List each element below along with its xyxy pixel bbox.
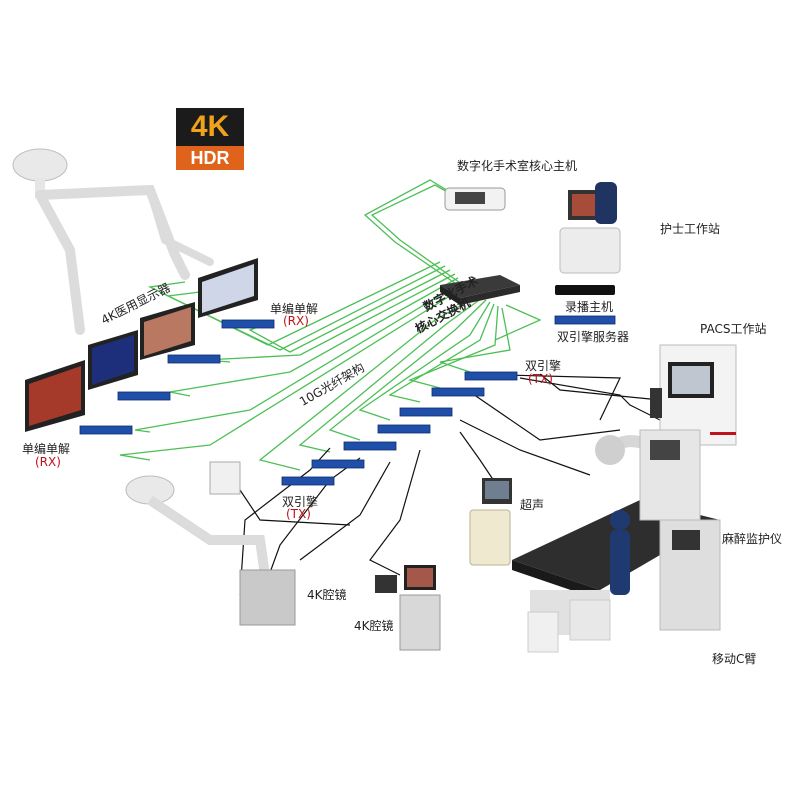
- label-dual-left-tx: (TX): [286, 507, 311, 521]
- medical-displays: [25, 258, 258, 432]
- badge-top: 4K: [176, 108, 244, 146]
- label-ultrasound: 超声: [520, 498, 545, 512]
- pacs-station: [650, 344, 737, 446]
- surgeon: [610, 510, 630, 595]
- label-single-top-rx: (RX): [283, 314, 309, 328]
- server-box: [209, 461, 241, 495]
- ultrasound: [469, 478, 512, 566]
- encoder-boxes: [79, 315, 616, 486]
- label-core-host: 数字化手术室核心主机: [457, 159, 578, 173]
- 4k-hdr-badge: 4K HDR: [176, 108, 244, 170]
- label-dual-left: 双引擎: [282, 495, 319, 509]
- core-host: [444, 187, 506, 211]
- core-switch: [440, 275, 520, 305]
- label-single-left: 单编单解: [22, 442, 71, 456]
- label-endoscope-left: 4K腔镜: [307, 588, 347, 602]
- label-c-arm: 移动C臂: [712, 652, 757, 666]
- label-recorder: 录播主机: [565, 300, 614, 314]
- ceiling-mount: [12, 148, 214, 335]
- label-endoscope-mid: 4K腔镜: [354, 619, 394, 633]
- label-single-left-rx: (RX): [35, 455, 61, 469]
- endoscope-left: [125, 475, 296, 626]
- label-nurse: 护士工作站: [660, 222, 721, 236]
- badge-bottom: HDR: [176, 146, 244, 170]
- label-dual-right-tx: (TX): [528, 372, 553, 386]
- endoscope-mid: [375, 565, 441, 651]
- recorder: [555, 285, 615, 295]
- fiber-lines: [119, 179, 542, 471]
- nurse-station: [559, 182, 621, 274]
- label-pacs: PACS工作站: [700, 322, 767, 336]
- c-arm: [595, 429, 721, 631]
- label-dual-right: 双引擎: [525, 359, 562, 373]
- label-anesthesia: 麻醉监护仪: [722, 532, 783, 546]
- label-single-top: 单编单解: [270, 302, 319, 316]
- label-dual-server: 双引擎服务器: [557, 330, 630, 344]
